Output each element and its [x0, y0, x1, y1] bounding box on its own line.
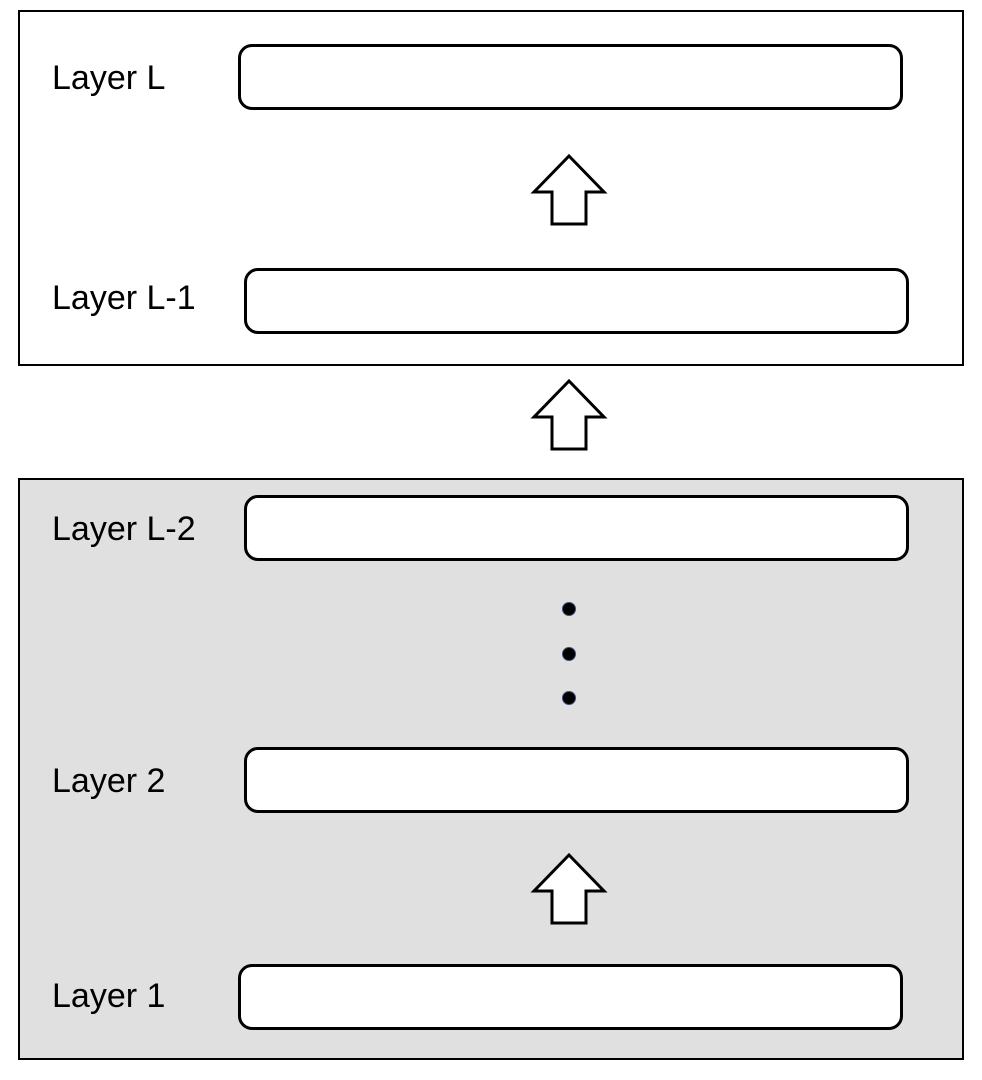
up-arrow-icon [530, 378, 608, 451]
layer-l-label: Layer L [52, 59, 166, 97]
up-arrow-icon [530, 153, 608, 226]
layer-2-label: Layer 2 [52, 762, 166, 800]
ellipsis-dot-icon [562, 691, 576, 705]
layer-l-1-label: Layer L-1 [52, 279, 196, 317]
layer-2-bar [244, 747, 909, 813]
layer-l-1-bar [244, 268, 909, 334]
layer-l-2-label: Layer L-2 [52, 510, 196, 548]
layer-l-2-bar [244, 495, 909, 561]
ellipsis-dot-icon [562, 647, 576, 661]
layer-l-bar [238, 44, 903, 110]
up-arrow-icon [530, 852, 608, 925]
ellipsis-dot-icon [562, 602, 576, 616]
layer-1-bar [238, 964, 903, 1030]
layer-1-label: Layer 1 [52, 977, 166, 1015]
